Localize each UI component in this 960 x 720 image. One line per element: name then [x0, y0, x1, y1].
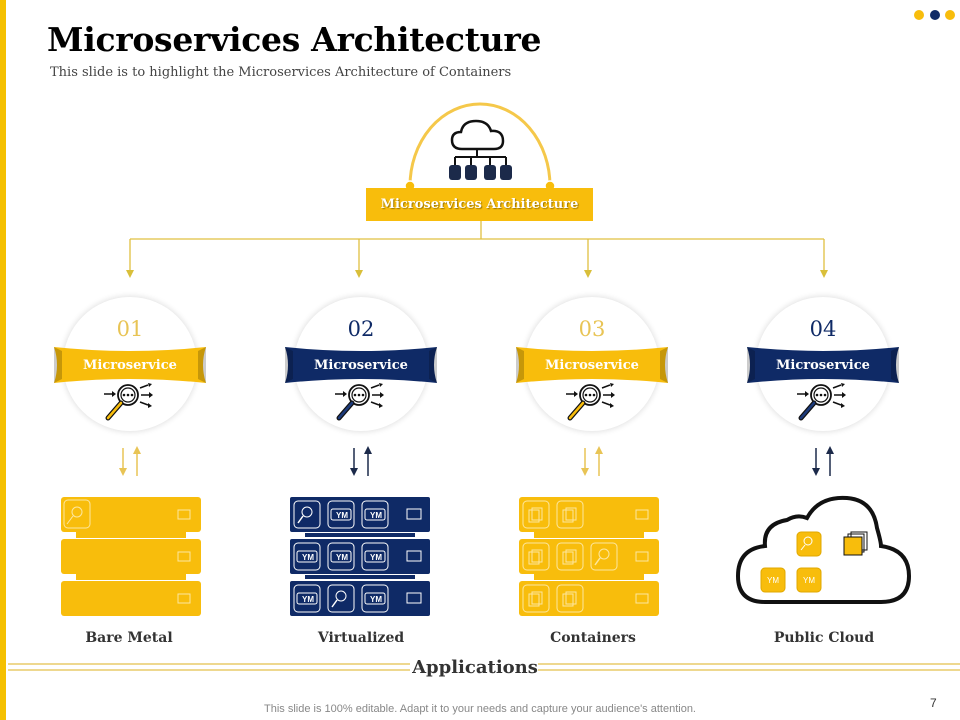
- bidirectional-arrows: [119, 446, 834, 476]
- svg-text:YM: YM: [370, 511, 382, 520]
- svg-text:YM: YM: [336, 511, 348, 520]
- svg-text:YM: YM: [302, 553, 314, 562]
- page-subtitle: This slide is to highlight the Microserv…: [50, 65, 512, 80]
- tree-lines: [129, 221, 825, 272]
- arrow-down-up-pair: [581, 446, 603, 476]
- microservice-label: Microservice: [314, 358, 408, 373]
- microservice-number: 04: [809, 317, 837, 341]
- applications-label: Applications: [412, 657, 538, 678]
- microservice-ribbon: [285, 347, 437, 383]
- microservice-ribbon: [516, 347, 668, 383]
- footer-note: This slide is 100% editable. Adapt it to…: [264, 703, 696, 715]
- deployment-label-public-cloud: Public Cloud: [773, 630, 875, 646]
- page-number: 7: [930, 696, 937, 710]
- arrow-down-up-pair: [350, 446, 372, 476]
- svg-text:YM: YM: [370, 553, 382, 562]
- container-rack-icon: [519, 497, 659, 617]
- deployment-label-containers: Containers: [550, 630, 636, 646]
- cloud-icon: YM YM: [735, 494, 913, 606]
- microservice-number: 01: [116, 317, 144, 341]
- cloud-network-icon: [449, 119, 512, 180]
- arch-arc: [408, 102, 552, 187]
- magnifier-process-icon: [797, 383, 846, 421]
- magnifier-process-icon: [335, 383, 384, 421]
- svg-text:YM: YM: [370, 595, 382, 604]
- accent-bar: [0, 0, 6, 720]
- microservice-number: 02: [347, 317, 375, 341]
- microservice-label: Microservice: [545, 358, 639, 373]
- decor-dot: [945, 10, 955, 20]
- decor-dot: [914, 10, 924, 20]
- vm-rack-icon: YM YM YM YM YM YM YM: [290, 497, 430, 617]
- svg-text:YM: YM: [803, 576, 815, 585]
- svg-text:YM: YM: [767, 576, 779, 585]
- microservice-label: Microservice: [83, 358, 177, 373]
- deployment-label-virtualized: Virtualized: [317, 630, 405, 646]
- applications-divider: [8, 663, 960, 671]
- magnifier-process-icon: [566, 383, 615, 421]
- microservice-label: Microservice: [776, 358, 870, 373]
- arrow-down-up-pair: [119, 446, 141, 476]
- svg-text:YM: YM: [336, 553, 348, 562]
- microservice-ribbon: [747, 347, 899, 383]
- tree-arrowheads: [126, 270, 828, 278]
- top-node-box: Microservices Architecture: [366, 188, 593, 221]
- svg-text:YM: YM: [302, 595, 314, 604]
- server-rack-icon: [61, 497, 201, 617]
- magnifier-process-icon: [104, 383, 153, 421]
- top-node-label: Microservices Architecture: [380, 197, 579, 212]
- arrow-down-up-pair: [812, 446, 834, 476]
- decor-dot: [930, 10, 940, 20]
- deployment-label-bare-metal: Bare Metal: [85, 630, 173, 646]
- microservice-number: 03: [578, 317, 606, 341]
- microservice-ribbon: [54, 347, 206, 383]
- page-title: Microservices Architecture: [47, 20, 542, 59]
